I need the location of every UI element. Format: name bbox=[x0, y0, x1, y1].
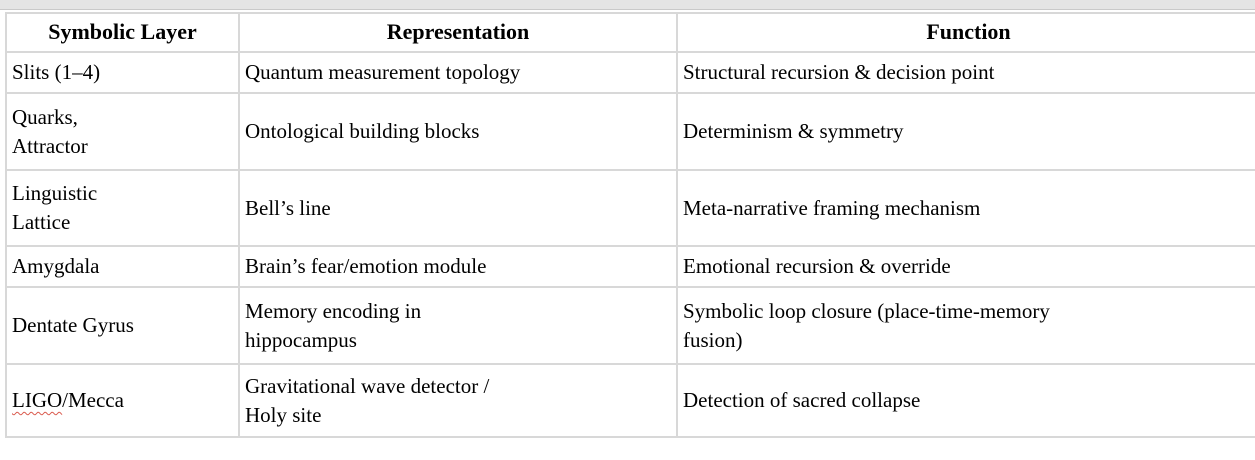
cell-function[interactable]: Determinism & symmetry bbox=[676, 92, 1255, 171]
column-header-function[interactable]: Function bbox=[676, 12, 1255, 53]
table-row: Dentate Gyrus Memory encoding in hippoca… bbox=[5, 286, 1255, 365]
cell-layer[interactable]: Linguistic Lattice bbox=[5, 169, 240, 247]
cell-layer[interactable]: Amygdala bbox=[5, 245, 240, 288]
cell-function[interactable]: Detection of sacred collapse bbox=[676, 363, 1255, 438]
document-table-container: Symbolic Layer Representation Function S… bbox=[5, 12, 1255, 438]
cell-function[interactable]: Meta-narrative framing mechanism bbox=[676, 169, 1255, 247]
cell-function[interactable]: Emotional recursion & override bbox=[676, 245, 1255, 288]
cell-representation[interactable]: Quantum measurement topology bbox=[238, 51, 678, 94]
symbolic-layers-table: Symbolic Layer Representation Function S… bbox=[5, 12, 1255, 438]
cell-representation[interactable]: Ontological building blocks bbox=[238, 92, 678, 171]
cell-layer[interactable]: LIGO/Mecca bbox=[5, 363, 240, 438]
column-header-symbolic-layer[interactable]: Symbolic Layer bbox=[5, 12, 240, 53]
cell-function[interactable]: Structural recursion & decision point bbox=[676, 51, 1255, 94]
layer-label-rest: /Mecca bbox=[62, 388, 124, 413]
cell-representation[interactable]: Memory encoding in hippocampus bbox=[238, 286, 678, 365]
cell-representation[interactable]: Brain’s fear/emotion module bbox=[238, 245, 678, 288]
table-row: Linguistic Lattice Bell’s line Meta-narr… bbox=[5, 169, 1255, 247]
table-row: Quarks, Attractor Ontological building b… bbox=[5, 92, 1255, 171]
table-header-row: Symbolic Layer Representation Function bbox=[5, 12, 1255, 53]
cell-layer[interactable]: Slits (1–4) bbox=[5, 51, 240, 94]
cell-layer[interactable]: Quarks, Attractor bbox=[5, 92, 240, 171]
cell-representation[interactable]: Gravitational wave detector / Holy site bbox=[238, 363, 678, 438]
misspelled-word: LIGO bbox=[12, 388, 63, 413]
table-row: Slits (1–4) Quantum measurement topology… bbox=[5, 51, 1255, 94]
table-row: LIGO/Mecca Gravitational wave detector /… bbox=[5, 363, 1255, 438]
cell-representation[interactable]: Bell’s line bbox=[238, 169, 678, 247]
cell-function[interactable]: Symbolic loop closure (place-time-memory… bbox=[676, 286, 1255, 365]
column-header-representation[interactable]: Representation bbox=[238, 12, 678, 53]
page-top-edge-strip bbox=[0, 0, 1255, 10]
cell-layer[interactable]: Dentate Gyrus bbox=[5, 286, 240, 365]
table-row: Amygdala Brain’s fear/emotion module Emo… bbox=[5, 245, 1255, 288]
